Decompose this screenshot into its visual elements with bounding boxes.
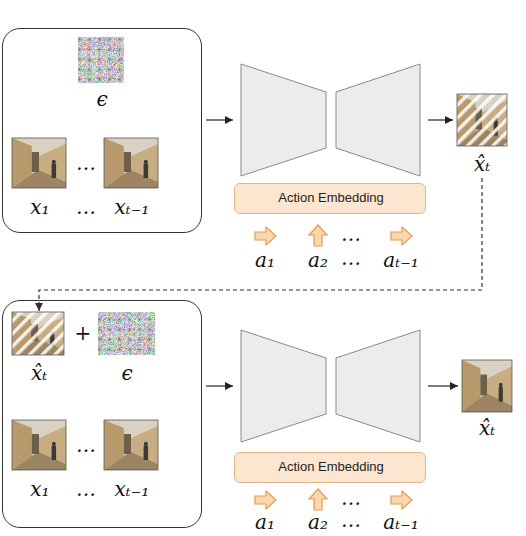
frame-node: x₁ [11,137,69,221]
action-label: a₂ [301,510,335,534]
action-label: aₜ₋₁ [376,248,426,272]
frame-thumbnail [12,420,66,470]
math-label: … [71,477,101,501]
action-embedding-box: Action Embedding [234,452,426,483]
action-label: a₂ [301,248,335,272]
flow-arrow [206,385,233,386]
math-label: … [71,433,101,457]
box-label: Action Embedding [241,189,421,207]
frame-border [104,420,158,470]
output-node: x̂ₜ [455,92,509,178]
ellipsis: … [336,486,366,510]
action-arrow-icon [391,227,412,245]
math-label: x̂ₜ [465,416,509,440]
flow-arrow [428,119,453,120]
action-label: a₁ [248,510,282,534]
action-arrow-icon [309,225,327,246]
math-label: x₁ [15,195,65,219]
action-arrow-icon [255,491,276,509]
ellipsis: … [336,246,366,270]
predicted-frame [12,312,64,355]
math-label: ϵ [107,361,147,385]
frame-border [12,138,66,188]
box-label: Action Embedding [241,458,421,476]
action-label: aₜ₋₁ [376,510,426,534]
frame-thumbnail [104,138,158,188]
predicted-frame [457,94,507,146]
frame-border [12,312,64,355]
hatch-overlay [12,312,64,355]
math-label: ϵ [82,87,122,111]
frame-border [104,138,158,188]
input-panel: + … … x̂ₜ ϵ x₁ xₜ₋₁ [2,300,202,528]
math-label: xₜ₋₁ [104,477,160,501]
math-label: x̂ₜ [460,152,504,176]
action-arrow-icon [255,227,276,245]
frame-thumbnail [12,138,66,188]
dashed-feedback-connector [39,178,482,311]
action-arrow-icon [391,491,412,509]
frame-border [457,94,507,146]
input-panel: … … ϵ x₁ xₜ₋₁ [2,28,202,233]
flow-arrow [206,119,233,120]
math-label: xₜ₋₁ [104,195,160,219]
frame-thumbnail [104,420,158,470]
frame-node: x₁ [11,419,69,505]
noise-image [98,312,155,355]
math-label: x̂ₜ [16,361,62,385]
ellipsis: … [336,222,366,246]
unet-encoder [241,330,326,442]
unet-decoder [336,64,420,176]
unet-encoder [241,64,326,176]
ellipsis: … [336,508,366,532]
denoised-frame [462,360,512,412]
action-label: a₁ [248,248,282,272]
math-label: x₁ [15,477,65,501]
noise-node: ϵ [75,36,129,114]
unet-decoder [336,330,420,442]
frame-border [462,360,512,412]
math-label: … [71,151,101,175]
math-label: … [71,195,101,219]
frame-node: xₜ₋₁ [103,137,161,221]
output-node: x̂ₜ [460,358,514,442]
action-arrow-icon [309,489,327,510]
frame-node: xₜ₋₁ [103,419,161,505]
noise-node: ϵ [97,311,158,387]
frame-border [12,420,66,470]
noise-image [78,37,124,83]
flow-arrow [428,385,458,386]
action-embedding-box: Action Embedding [234,183,426,214]
hatch-overlay [457,94,507,146]
predicted-frame-node: x̂ₜ [11,311,67,387]
math-label: + [71,321,95,345]
